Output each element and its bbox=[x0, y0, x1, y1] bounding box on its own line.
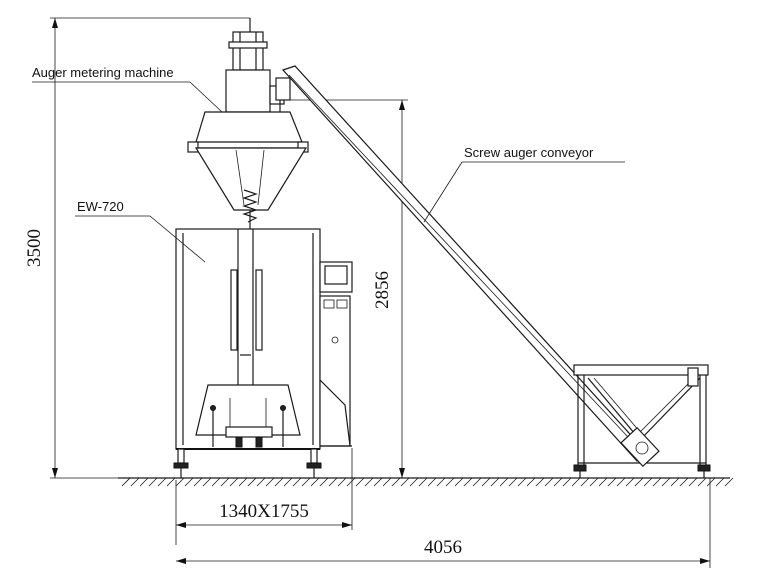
ground-hatch-mark bbox=[130, 477, 140, 487]
dim-footprint: 1340X1755 bbox=[175, 448, 353, 545]
ground-hatch-mark bbox=[688, 477, 698, 487]
dim-total-height: 3500 bbox=[24, 17, 250, 479]
dim-conveyor-height: 2856 bbox=[290, 99, 408, 478]
ground-hatch-mark bbox=[517, 477, 527, 487]
dim-conveyor-height-label: 2856 bbox=[372, 271, 393, 309]
ground-hatch-mark bbox=[670, 477, 680, 487]
ground-hatch-mark bbox=[526, 477, 536, 487]
ground-hatch-mark bbox=[634, 477, 644, 487]
label-auger-text: Auger metering machine bbox=[32, 65, 174, 80]
ground-hatch-mark bbox=[355, 477, 365, 487]
auger-metering-machine bbox=[187, 18, 309, 229]
ground-hatch-mark bbox=[454, 477, 464, 487]
ground-hatch-mark bbox=[418, 477, 428, 487]
dim-total-length-label: 4056 bbox=[424, 537, 462, 558]
ground-hatch-mark bbox=[643, 477, 653, 487]
label-model-text: EW-720 bbox=[77, 199, 124, 214]
ground-hatch-mark bbox=[580, 477, 590, 487]
label-conveyor: Screw auger conveyor bbox=[423, 145, 625, 223]
ground-hatch-mark bbox=[265, 477, 275, 487]
ground-hatch-mark bbox=[562, 477, 572, 487]
ground-hatch-mark bbox=[427, 477, 437, 487]
ground-hatch-mark bbox=[553, 477, 563, 487]
ground-hatch-mark bbox=[301, 477, 311, 487]
ground-hatch-mark bbox=[220, 477, 230, 487]
ground-hatch-mark bbox=[616, 477, 626, 487]
ground-hatch-mark bbox=[148, 477, 158, 487]
control-cabinet bbox=[319, 261, 353, 447]
ground-hatch-mark bbox=[571, 477, 581, 487]
ground-hatch-mark bbox=[436, 477, 446, 487]
ground-hatch-mark bbox=[535, 477, 545, 487]
ground-hatch-mark bbox=[544, 477, 554, 487]
ground-hatch-mark bbox=[310, 477, 320, 487]
ground-hatch-mark bbox=[319, 477, 329, 487]
ground-hatch-mark bbox=[472, 477, 482, 487]
ground-hatch-mark bbox=[679, 477, 689, 487]
ground-hatch-mark bbox=[715, 477, 725, 487]
ground-hatch-mark bbox=[373, 477, 383, 487]
ground-hatch-mark bbox=[247, 477, 257, 487]
ground-hatch-mark bbox=[238, 477, 248, 487]
ground-hatch-mark bbox=[625, 477, 635, 487]
ground-hatch-mark bbox=[400, 477, 410, 487]
ground-hatch-mark bbox=[157, 477, 167, 487]
label-conveyor-text: Screw auger conveyor bbox=[464, 145, 594, 160]
ground-hatch-mark bbox=[724, 477, 734, 487]
ground-hatch-mark bbox=[598, 477, 608, 487]
ground-hatch-mark bbox=[463, 477, 473, 487]
ground-hatch-mark bbox=[481, 477, 491, 487]
ground-hatch-mark bbox=[364, 477, 374, 487]
ground-hatch-mark bbox=[382, 477, 392, 487]
ground-hatch-mark bbox=[292, 477, 302, 487]
ground-hatch-mark bbox=[211, 477, 221, 487]
ground-hatch-mark bbox=[229, 477, 239, 487]
ground-hatch-mark bbox=[193, 477, 203, 487]
ground-line bbox=[118, 477, 734, 487]
ground-hatch-mark bbox=[346, 477, 356, 487]
label-model: EW-720 bbox=[75, 199, 206, 263]
ground-hatch-mark bbox=[139, 477, 149, 487]
ground-hatch-mark bbox=[499, 477, 509, 487]
ground-hatch-mark bbox=[202, 477, 212, 487]
ground-hatch-mark bbox=[175, 477, 185, 487]
ground-hatch-mark bbox=[283, 477, 293, 487]
ground-hatch-mark bbox=[184, 477, 194, 487]
ground-hatch-mark bbox=[391, 477, 401, 487]
ground-hatch-mark bbox=[508, 477, 518, 487]
ground-hatch-mark bbox=[166, 477, 176, 487]
ground-hatch-mark bbox=[652, 477, 662, 487]
dim-footprint-label: 1340X1755 bbox=[219, 501, 309, 522]
screw-auger-conveyor bbox=[275, 65, 711, 478]
ground-hatch-mark bbox=[607, 477, 617, 487]
ground-hatch-mark bbox=[337, 477, 347, 487]
ground-hatch-mark bbox=[661, 477, 671, 487]
ground-hatch-mark bbox=[274, 477, 284, 487]
ground-hatch-mark bbox=[490, 477, 500, 487]
ground-hatch-mark bbox=[697, 477, 707, 487]
ground-hatch-mark bbox=[589, 477, 599, 487]
ground-hatch-mark bbox=[121, 477, 131, 487]
ground-hatch-mark bbox=[256, 477, 266, 487]
packaging-machine-body bbox=[173, 228, 322, 478]
ground-hatch-mark bbox=[409, 477, 419, 487]
dim-total-length: 4056 bbox=[176, 478, 711, 568]
label-auger: Auger metering machine bbox=[32, 65, 223, 113]
dim-total-height-label: 3500 bbox=[24, 229, 45, 267]
ground-hatch-mark bbox=[445, 477, 455, 487]
ground-hatch-mark bbox=[706, 477, 716, 487]
ground-hatch-mark bbox=[328, 477, 338, 487]
